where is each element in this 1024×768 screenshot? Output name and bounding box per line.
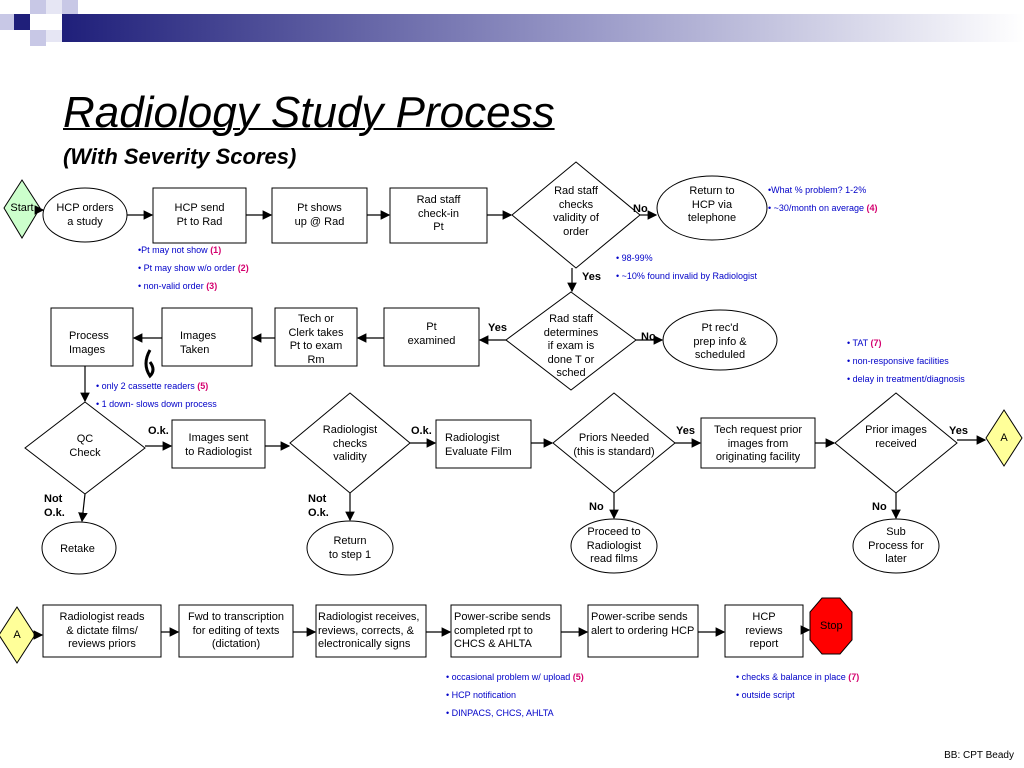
powerscribe-sends-label: Power-scribe sends completed rpt to CHCS… xyxy=(454,611,551,650)
process-images-label: Process Images xyxy=(69,330,109,356)
receives-reviews-node xyxy=(315,604,427,658)
priors-needed-label: Priors Needed (this is standard) xyxy=(573,432,655,458)
rad-checks-validity-label: Rad staff checks validity of order xyxy=(553,185,599,238)
branch-no-determine: No xyxy=(641,331,656,343)
retake-label: Retake xyxy=(60,543,95,555)
branch-no-validity: No xyxy=(633,203,648,215)
start-label: Start xyxy=(10,202,34,214)
images-taken-node xyxy=(161,307,253,367)
branch-yes-received: Yes xyxy=(949,425,968,437)
pt-examined-node xyxy=(383,307,480,367)
loop-arrow-icon xyxy=(144,349,155,379)
return-hcp-node xyxy=(656,175,768,241)
reads-dictate-node xyxy=(42,604,162,658)
branch-no-priors: No xyxy=(589,501,604,513)
hcp-reviews-node xyxy=(724,604,804,658)
rad-checkin-label: Rad staff check-in Pt xyxy=(416,194,461,233)
hcp-reviews-label: HCP reviews report xyxy=(745,611,783,650)
stop-label: Stop xyxy=(820,620,843,632)
connector-a-out-label: A xyxy=(1000,432,1008,444)
note-powerscribe: • occasional problem w/ upload (5) • HCP… xyxy=(446,672,584,718)
note-validity-problem: •What % problem? 1-2% • ~30/month on ave… xyxy=(768,185,878,213)
branch-notok-qc: Not O.k. xyxy=(44,493,65,519)
radiologist-checks-label: Radiologist checks validity xyxy=(322,424,378,463)
connector-a-in xyxy=(0,606,36,664)
sub-process-label: Sub Process for later xyxy=(868,526,924,565)
return-hcp-label: Return to HCP via telephone xyxy=(687,185,737,224)
note-cassette: • only 2 cassette readers (5) • 1 down- … xyxy=(96,381,217,409)
tech-clerk-label: Tech or Clerk takes Pt to exam Rm xyxy=(288,313,344,366)
receives-reviews-label: Radiologist receives, reviews, corrects,… xyxy=(318,611,420,650)
stop-octagon xyxy=(809,597,853,655)
process-images-node xyxy=(50,307,134,367)
branch-ok-radiologist: O.k. xyxy=(411,425,432,437)
powerscribe-sends-node xyxy=(450,604,562,658)
branch-yes-priors: Yes xyxy=(676,425,695,437)
validity-decision xyxy=(511,161,641,269)
note-tat: • TAT (7) • non-responsive facilities • … xyxy=(847,338,965,384)
branch-notok-radiologist: Not O.k. xyxy=(308,493,329,519)
start-terminal xyxy=(3,179,41,239)
connector-a-out xyxy=(985,409,1023,467)
connector-a-in-label: A xyxy=(13,629,21,641)
tech-request-label: Tech request prior images from originati… xyxy=(713,424,803,463)
tech-request-node xyxy=(700,417,816,469)
header-decoration xyxy=(0,0,1024,46)
powerscribe-alert-label: Power-scribe sends alert to ordering HCP xyxy=(591,611,695,637)
pt-shows-label: Pt shows up @ Rad xyxy=(294,202,345,228)
author-credit: BB: CPT Beady xyxy=(944,750,1014,761)
pt-prep-label: Pt rec'd prep info & scheduled xyxy=(693,322,747,361)
radiologist-eval-label: Radiologist Evaluate Film xyxy=(445,432,512,458)
note-validity-yes: • 98-99% • ~10% found invalid by Radiolo… xyxy=(616,253,757,281)
flow-arrows xyxy=(33,205,987,640)
reads-dictate-label: Radiologist reads & dictate films/ revie… xyxy=(59,611,145,650)
return-step1-label: Return to step 1 xyxy=(328,535,372,561)
images-sent-label: Images sent to Radiologist xyxy=(185,432,252,458)
qc-check-label: QC Check xyxy=(69,433,101,459)
pt-examined-label: Pt examined xyxy=(407,321,456,347)
hcp-orders-label: HCP orders a study xyxy=(56,202,114,228)
page-subtitle: (With Severity Scores) xyxy=(63,144,297,169)
branch-yes-determine: Yes xyxy=(488,322,507,334)
determine-decision xyxy=(505,291,637,391)
tech-clerk-node xyxy=(274,307,358,367)
fwd-transcription-label: Fwd to transcription for editing of text… xyxy=(188,611,284,650)
radiologist-eval-node xyxy=(435,419,532,469)
prior-received-label: Prior images received xyxy=(865,424,927,450)
branch-yes-validity: Yes xyxy=(582,271,601,283)
proceed-label: Proceed to Radiologist read films xyxy=(586,526,642,565)
page-title: Radiology Study Process xyxy=(63,88,555,137)
images-sent-node xyxy=(171,419,266,469)
note-pt-show: •Pt may not show (1) • Pt may show w/o o… xyxy=(138,245,249,291)
rad-determines-label: Rad staff determines if exam is done T o… xyxy=(543,313,599,379)
hcp-send-label: HCP send Pt to Rad xyxy=(174,202,225,228)
images-taken-label: Images Taken xyxy=(180,330,217,356)
branch-no-received: No xyxy=(872,501,887,513)
branch-ok-qc: O.k. xyxy=(148,425,169,437)
note-checks: • checks & balance in place (7) • outsid… xyxy=(736,672,860,700)
powerscribe-alert-node xyxy=(587,604,699,658)
